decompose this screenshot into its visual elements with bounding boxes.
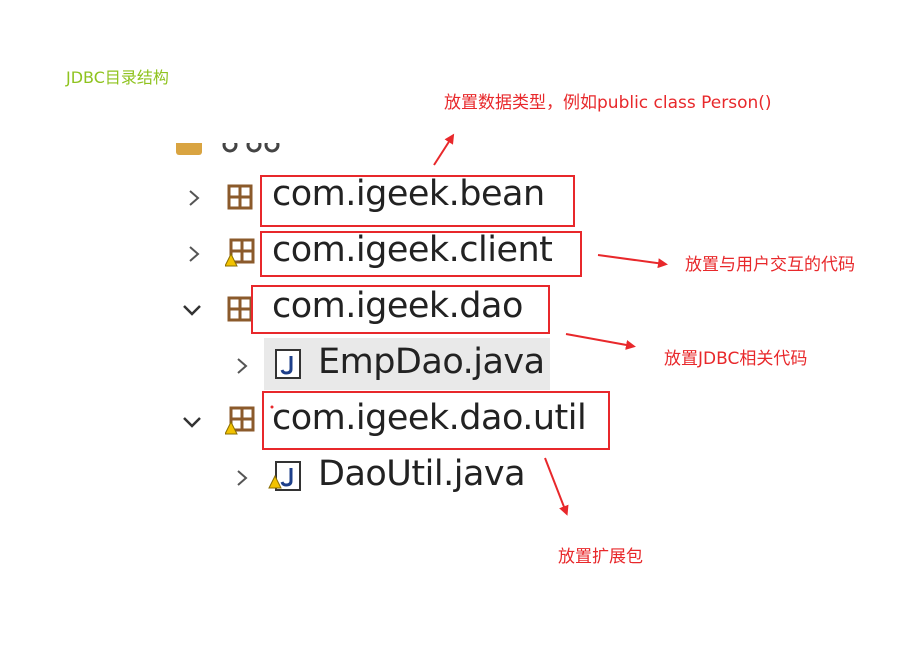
tree-item-dao[interactable]: com.igeek.dao: [272, 286, 523, 326]
chevron-right-icon[interactable]: [230, 354, 254, 378]
annotation-client: 放置与用户交互的代码: [685, 255, 855, 275]
chevron-right-icon[interactable]: [182, 186, 206, 210]
highlight-box-dao: [251, 285, 550, 334]
chevron-down-icon[interactable]: [180, 410, 204, 434]
highlight-box-client: [260, 231, 582, 277]
tree-item-dao-util[interactable]: com.igeek.dao.util: [272, 398, 587, 438]
arrow-bean: [433, 133, 455, 166]
annotation-util: 放置扩展包: [558, 547, 643, 567]
tree-item-daoutil[interactable]: DaoUtil.java: [318, 454, 526, 494]
highlight-box-bean: [260, 175, 575, 227]
page-title: JDBC目录结构: [66, 68, 169, 87]
stray-dot: [270, 405, 274, 409]
annotation-bean: 放置数据类型，例如public class Person(): [444, 93, 772, 113]
chevron-right-icon[interactable]: [230, 466, 254, 490]
java-file-icon: [274, 348, 304, 379]
arrow-util: [544, 457, 569, 516]
selection-highlight: [264, 338, 550, 390]
chevron-right-icon[interactable]: [182, 242, 206, 266]
tree-item-client[interactable]: com.igeek.client: [272, 230, 553, 270]
package-icon: [225, 182, 255, 212]
highlight-box-dao-util: [262, 391, 610, 450]
tree-item-bean[interactable]: com.igeek.bean: [272, 174, 545, 214]
arrow-client: [597, 254, 668, 269]
src-folder-row-partial: [172, 142, 282, 156]
package-warning-icon: [224, 238, 255, 268]
package-warning-icon: [224, 406, 255, 436]
java-file-warning-icon: [268, 460, 301, 491]
chevron-down-icon[interactable]: [180, 298, 204, 322]
tree-item-empdao[interactable]: EmpDao.java: [318, 342, 545, 382]
annotation-dao: 放置JDBC相关代码: [664, 349, 808, 369]
arrow-dao: [565, 333, 636, 350]
